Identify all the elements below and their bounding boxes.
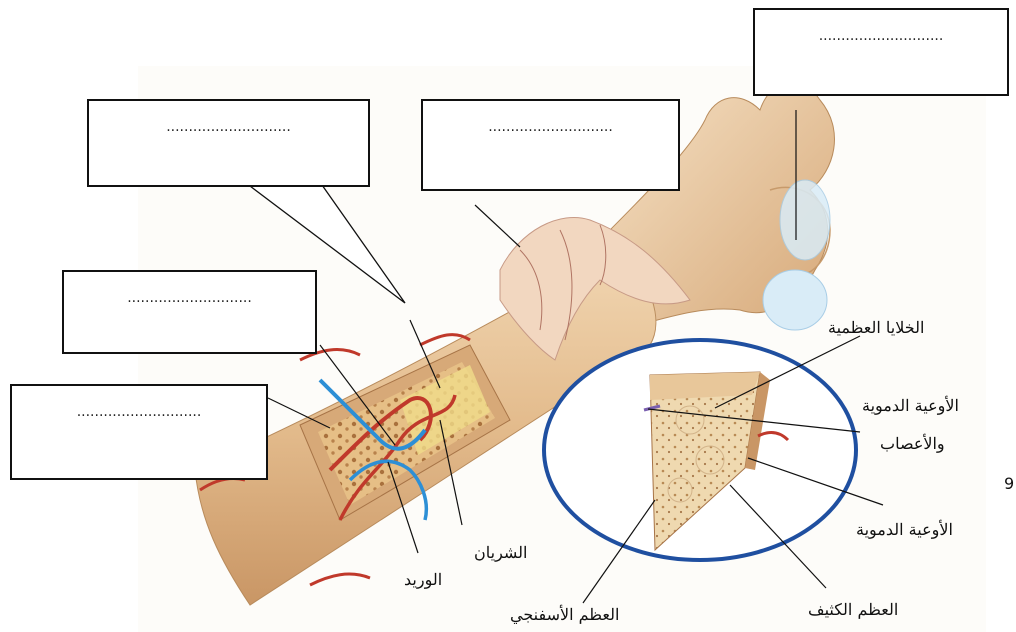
- label-artery: الشريان: [474, 543, 528, 562]
- label-vein: الوريد: [404, 570, 442, 589]
- magnified-section: [544, 340, 856, 560]
- answer-box-lower-left[interactable]: ............................: [10, 384, 268, 480]
- blank-dots: ............................: [423, 119, 678, 135]
- label-blood-vessels: الأوعية الدموية: [856, 520, 953, 539]
- cartilage: [763, 270, 827, 330]
- label-compact-bone: العظم الكثيف: [808, 600, 898, 619]
- answer-box-top-left[interactable]: ............................: [87, 99, 370, 187]
- label-spongy-bone: العظم الأسفنجي: [510, 605, 619, 624]
- blank-dots: ............................: [12, 404, 266, 420]
- blank-dots: ............................: [89, 119, 368, 135]
- label-vessels-nerves-line1: الأوعية الدموية: [862, 396, 959, 415]
- label-vessels-nerves-line2: والأعصاب: [880, 434, 945, 453]
- blank-dots: ............................: [755, 28, 1007, 44]
- answer-box-top-middle[interactable]: ............................: [421, 99, 680, 191]
- answer-box-top-right[interactable]: ............................: [753, 8, 1009, 96]
- label-osteocytes: الخلايا العظمية: [828, 318, 924, 337]
- blank-dots: ............................: [64, 290, 315, 306]
- answer-box-mid-left[interactable]: ............................: [62, 270, 317, 354]
- stray-mark: 9: [1004, 474, 1014, 493]
